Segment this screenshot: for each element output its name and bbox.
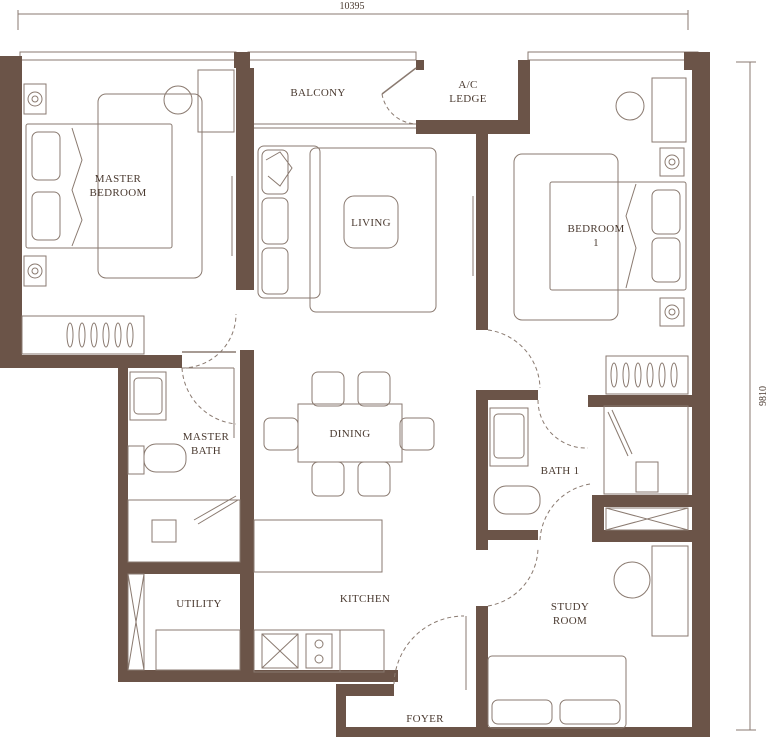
wardrobe-hangers-master — [66, 322, 134, 348]
label-bath1: BATH 1 — [541, 465, 580, 477]
label-ac-ledge-line1: A/C — [458, 79, 477, 91]
doors — [181, 93, 591, 685]
walls — [0, 52, 710, 737]
label-living: LIVING — [351, 217, 391, 229]
wardrobe-hangers-bedroom1 — [610, 362, 678, 388]
furniture — [21, 69, 689, 729]
label-study-line2: ROOM — [553, 615, 587, 627]
dimension-lines — [17, 10, 756, 731]
height-dimension: 9810 — [758, 386, 766, 406]
label-foyer: FOYER — [406, 713, 444, 725]
label-bedroom1-line1: BEDROOM — [567, 223, 624, 235]
label-master-bedroom-line1: MASTER — [95, 173, 142, 185]
label-dining: DINING — [330, 428, 371, 440]
label-master-bath-line2: BATH — [191, 445, 221, 457]
label-balcony: BALCONY — [290, 87, 345, 99]
label-bedroom1-line2: 1 — [593, 237, 599, 249]
label-study-line1: STUDY — [551, 601, 589, 613]
room-labels: BALCONY A/C LEDGE MASTER BEDROOM LIVING … — [89, 79, 624, 725]
label-master-bedroom-line2: BEDROOM — [89, 187, 146, 199]
door-leaves — [182, 67, 417, 353]
window-lines — [19, 51, 699, 129]
label-kitchen: KITCHEN — [340, 593, 390, 605]
label-ac-ledge-line2: LEDGE — [449, 93, 487, 105]
label-master-bath-line1: MASTER — [183, 431, 230, 443]
width-dimension: 10395 — [340, 1, 365, 12]
label-utility: UTILITY — [176, 598, 221, 610]
